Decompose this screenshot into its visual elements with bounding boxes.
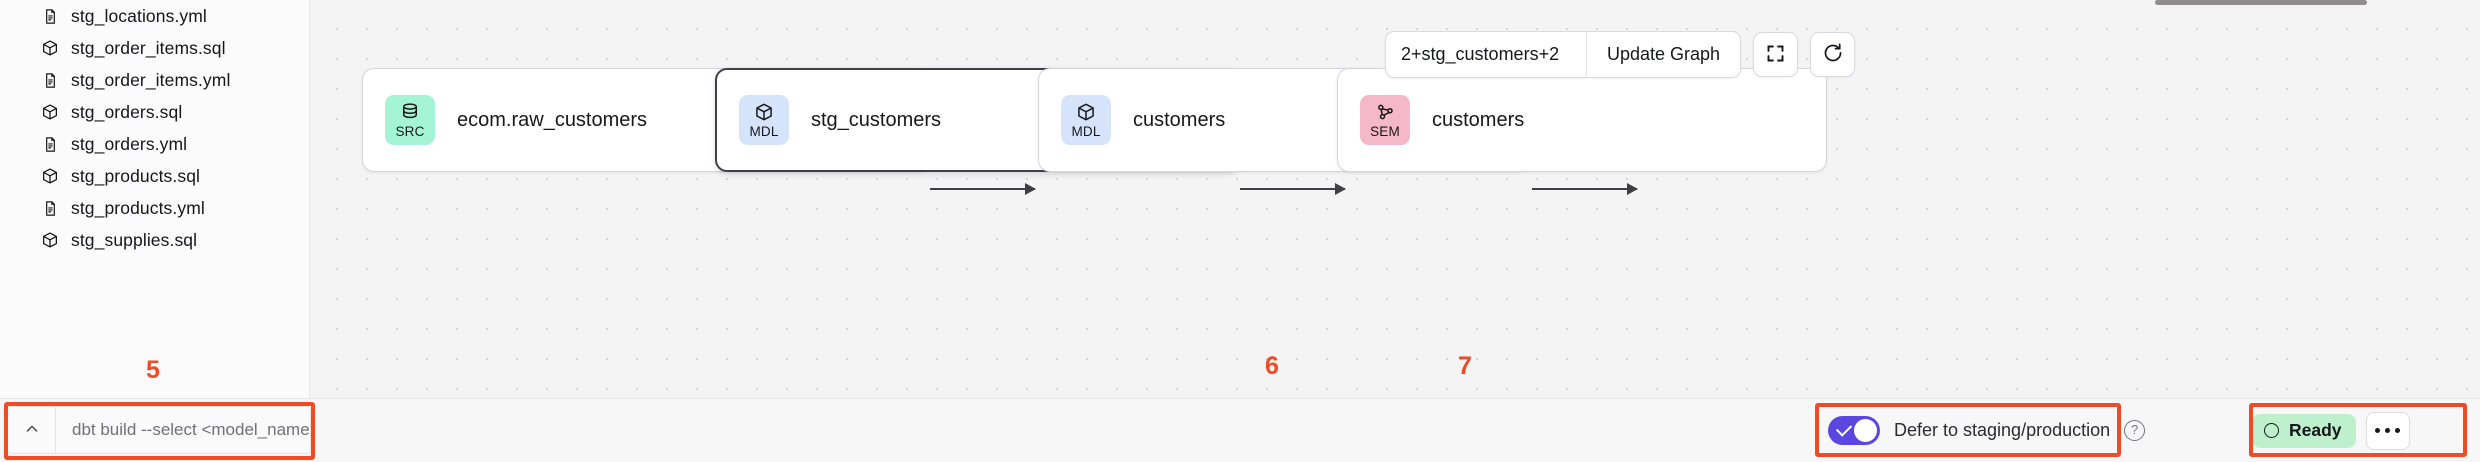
database-icon <box>400 101 420 123</box>
cube-sql-icon <box>40 230 60 250</box>
fullscreen-button[interactable] <box>1753 32 1799 77</box>
file-tree-item[interactable]: stg_orders.yml <box>0 128 309 160</box>
graph-toolbar: Update Graph <box>1385 31 1856 78</box>
toggle-knob <box>1854 419 1877 442</box>
edge-stg-to-mart <box>1240 183 1346 195</box>
ellipsis-icon <box>2373 428 2403 433</box>
file-yml-icon <box>40 6 60 26</box>
command-bar-collapse-button[interactable] <box>8 407 56 453</box>
file-yml-icon <box>40 198 60 218</box>
file-tree-item-label: stg_orders.yml <box>71 133 188 154</box>
file-yml-icon <box>40 134 60 154</box>
file-tree-item-label: stg_order_items.yml <box>71 69 231 90</box>
graph-select-group: Update Graph <box>1385 31 1742 78</box>
canvas-horizontal-scrollbar[interactable] <box>310 0 2480 5</box>
node-badge-label: SRC <box>395 124 425 140</box>
node-label: customers <box>1133 108 1226 131</box>
status-badge-label: Ready <box>2289 420 2342 440</box>
update-graph-button[interactable]: Update Graph <box>1586 32 1741 77</box>
node-badge-mdl: MDL <box>1061 95 1111 145</box>
chevron-up-icon <box>24 421 40 440</box>
more-options-button[interactable] <box>2365 411 2410 450</box>
file-tree-item[interactable]: stg_products.yml <box>0 192 309 224</box>
file-tree-item[interactable]: stg_orders.sql <box>0 96 309 128</box>
file-tree-item[interactable]: stg_locations.yml <box>0 0 309 32</box>
node-label: ecom.raw_customers <box>457 108 648 131</box>
node-badge-label: MDL <box>749 124 779 140</box>
node-badge-src: SRC <box>385 95 435 145</box>
file-list: stg_locations.yml stg_order_items.sql stg_… <box>0 0 309 256</box>
file-yml-icon <box>40 70 60 90</box>
file-tree-item-label: stg_locations.yml <box>71 5 207 26</box>
cube-sql-icon <box>40 102 60 122</box>
file-tree-sidebar: stg_locations.yml stg_order_items.sql stg_… <box>0 0 310 462</box>
defer-toggle-switch[interactable] <box>1828 416 1880 445</box>
file-tree-item-label: stg_order_items.sql <box>71 37 226 58</box>
edge-src-to-stg <box>930 183 1036 195</box>
cube-sql-icon <box>40 38 60 58</box>
question-circle-icon[interactable]: ? <box>2124 420 2146 441</box>
file-tree-item-label: stg_products.sql <box>71 165 201 186</box>
file-tree-item[interactable]: stg_order_items.yml <box>0 64 309 96</box>
status-circle-icon <box>2264 423 2279 438</box>
defer-toggle-group: Defer to staging/production ? <box>1818 407 2157 454</box>
cube-sql-icon <box>40 166 60 186</box>
bottom-status-bar: dbt build --select <model_name> Defer to… <box>0 398 2480 462</box>
file-tree-item[interactable]: stg_products.sql <box>0 160 309 192</box>
status-badge-ready[interactable]: Ready <box>2252 413 2356 448</box>
cube-icon <box>1076 101 1096 123</box>
command-bar[interactable]: dbt build --select <model_name> <box>7 406 311 454</box>
file-tree-item-label: stg_products.yml <box>71 197 205 218</box>
file-tree-item-label: stg_orders.sql <box>71 101 183 122</box>
refresh-button[interactable] <box>1810 32 1856 77</box>
node-badge-label: SEM <box>1370 124 1400 140</box>
graph-node-customers-semantic[interactable]: SEM customers <box>1337 68 1827 172</box>
node-badge-label: MDL <box>1071 124 1101 140</box>
network-icon <box>1375 101 1395 123</box>
node-label: customers <box>1432 108 1525 131</box>
file-tree-item[interactable]: stg_order_items.sql <box>0 32 309 64</box>
graph-select-input[interactable] <box>1386 32 1586 77</box>
node-badge-sem: SEM <box>1360 95 1410 145</box>
command-input-placeholder[interactable]: dbt build --select <model_name> <box>72 420 310 439</box>
expand-icon <box>1765 43 1786 67</box>
node-badge-mdl: MDL <box>739 95 789 145</box>
cube-icon <box>754 101 774 123</box>
ready-group: Ready <box>2252 407 2410 454</box>
file-tree-item-label: stg_supplies.sql <box>71 229 198 250</box>
lineage-graph-canvas[interactable]: SRC ecom.raw_customers MDL stg_customers <box>310 0 2480 398</box>
edge-mart-to-sem <box>1532 183 1638 195</box>
refresh-icon <box>1822 42 1844 67</box>
node-label: stg_customers <box>811 108 942 131</box>
file-tree-item[interactable]: stg_supplies.sql <box>0 224 309 256</box>
check-icon <box>1835 420 1853 437</box>
scrollbar-thumb[interactable] <box>2155 0 2367 5</box>
defer-label: Defer to staging/production <box>1894 420 2111 440</box>
